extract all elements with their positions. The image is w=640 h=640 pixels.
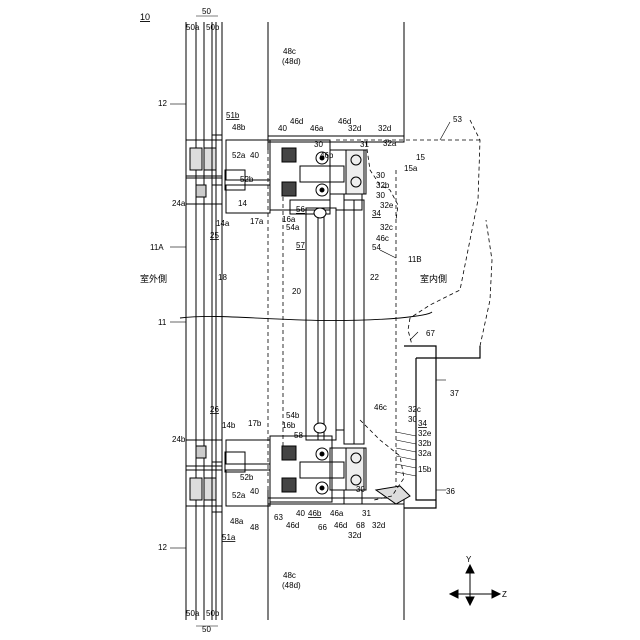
ref-label-l-48c-top: 48c	[283, 47, 296, 56]
ref-label-l-22: 22	[370, 273, 379, 282]
ref-label-l-46d-t: 46d	[290, 117, 303, 126]
ref-label-l-63: 63	[274, 513, 283, 522]
ref-label-l-11: 11	[158, 318, 167, 327]
ref-label-l-32d-b: 32d	[348, 531, 361, 540]
ref-label-l-48d-bot: (48d)	[282, 581, 301, 590]
ref-label-l-14-t: 14	[238, 199, 247, 208]
ref-label-l-32c-b: 32c	[408, 405, 421, 414]
ref-label-l-11a: 11A	[150, 243, 164, 252]
axis-z: Z	[502, 590, 507, 599]
label-outdoor: 室外側	[140, 273, 167, 284]
ref-label-l-40-b2: 40	[296, 509, 305, 518]
ref-label-l-32a-b: 32a	[418, 449, 432, 458]
ref-label-l-34-t: 34	[372, 209, 381, 218]
ref-label-l-30-t: 30	[314, 140, 323, 149]
ref-label-l-12-bot: 12	[158, 543, 167, 552]
ref-label-l-32d-t: 32d	[348, 124, 361, 133]
ref-label-l-54a: 54a	[286, 223, 300, 232]
ref-label-l-48a: 48a	[230, 517, 244, 526]
ref-label-l-48c-bot: 48c	[283, 571, 296, 580]
ref-label-l-58: 58	[294, 431, 303, 440]
ref-label-l-68: 68	[356, 521, 365, 530]
ref-label-l-15: 15	[416, 153, 425, 162]
ref-label-l-54b: 54b	[286, 411, 300, 420]
ref-label-l-15a: 15a	[404, 164, 418, 173]
ref-label-l-37: 37	[450, 389, 459, 398]
ref-label-l-32c-t: 32c	[380, 223, 393, 232]
group-top-a: 50a	[186, 23, 200, 32]
group-bot-b: 50b	[206, 609, 220, 618]
ref-label-l-34-b: 34	[418, 419, 427, 428]
ref-label-l-31-t: 31	[360, 140, 369, 149]
ref-label-l-32e-t: 32e	[380, 201, 394, 210]
ref-label-l-17b: 17b	[248, 419, 262, 428]
ref-label-l-24a: 24a	[172, 199, 186, 208]
ref-label-l-51a: 51a	[222, 533, 236, 542]
ref-label-l-46c-t: 46c	[376, 234, 389, 243]
ref-label-l-26: 26	[210, 405, 219, 414]
ref-label-l-36: 36	[446, 487, 455, 496]
axis-y: Y	[466, 555, 472, 564]
ref-label-l-32b-b: 32b	[418, 439, 432, 448]
ref-label-l-15b: 15b	[418, 465, 432, 474]
ref-label-l-52a-t: 52a	[232, 151, 246, 160]
ref-label-l-46d-b2: 46d	[334, 521, 347, 530]
ref-label-l-51b: 51b	[226, 111, 240, 120]
label-indoor: 室内側	[420, 273, 447, 284]
ref-label-l-53: 53	[453, 115, 462, 124]
ref-label-l-25: 25	[210, 231, 219, 240]
ref-label-l-24b: 24b	[172, 435, 186, 444]
group-top-label: 50	[202, 7, 211, 16]
ref-label-l-48-b: 48	[250, 523, 259, 532]
ref-label-l-52b-b: 52b	[240, 473, 254, 482]
ref-label-l-14a: 14a	[216, 219, 230, 228]
ref-label-l-67: 67	[426, 329, 435, 338]
ref-label-l-48b: 48b	[232, 123, 246, 132]
group-bot-label: 50	[202, 625, 211, 634]
ref-label-l-32d-t2: 32d	[378, 124, 391, 133]
ref-label-l-30-t4: 30	[376, 191, 385, 200]
group-top-b: 50b	[206, 23, 220, 32]
ref-label-l-32d-b2: 32d	[372, 521, 385, 530]
ref-label-l-16b: 16b	[282, 421, 296, 430]
ref-label-l-52a-b: 52a	[232, 491, 246, 500]
ref-label-l-31-b: 31	[362, 509, 371, 518]
ref-label-l-46b-t: 46b	[320, 151, 334, 160]
ref-label-l-30-b2: 30	[356, 485, 365, 494]
group-bot-a: 50a	[186, 609, 200, 618]
ref-label-l-20: 20	[292, 287, 301, 296]
ref-label-l-56: 56	[296, 205, 305, 214]
ref-label-l-18: 18	[218, 273, 227, 282]
ref-label-l-57: 57	[296, 241, 305, 250]
ref-label-l-46a-b: 46a	[330, 509, 344, 518]
ref-label-l-30-t3: 30	[376, 171, 385, 180]
ref-label-l-32a-t: 32a	[383, 139, 397, 148]
ref-label-l-54-t: 54	[372, 243, 381, 252]
ref-label-l-52b-t: 52b	[240, 175, 254, 184]
ref-label-l-46d-b: 46d	[286, 521, 299, 530]
ref-label-l-30-b: 30	[408, 415, 417, 424]
ref-label-l-46c-b: 46c	[374, 403, 387, 412]
ref-label-l-46a-t: 46a	[310, 124, 324, 133]
ref-label-l-17a: 17a	[250, 217, 264, 226]
ref-label-l-11b: 11B	[408, 255, 422, 264]
ref-label-l-48d-top: (48d)	[282, 57, 301, 66]
ref-label-l-14b: 14b	[222, 421, 236, 430]
ref-label-l-66: 66	[318, 523, 327, 532]
ref-label-l-12-top: 12	[158, 99, 167, 108]
ref-label-l-32b-t: 32b	[376, 181, 390, 190]
ref-label-l-40-t2: 40	[278, 124, 287, 133]
ref-label-l-40-b: 40	[250, 487, 259, 496]
ref-label-l-46b-b: 46b	[308, 509, 322, 518]
ref-label-l-40-t: 40	[250, 151, 259, 160]
ref-label-l-32e-b: 32e	[418, 429, 432, 438]
ref-main: 10	[140, 12, 150, 22]
